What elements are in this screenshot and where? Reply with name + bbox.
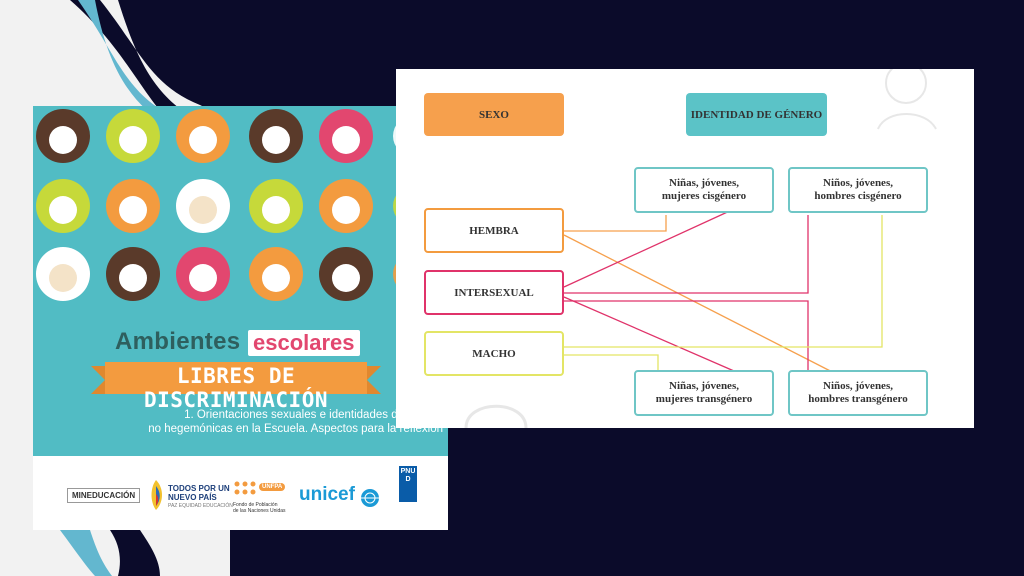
face-icon <box>106 179 160 233</box>
todos-por-un-nuevo-pais-logo: TODOS POR UN NUEVO PAÍS PAZ EQUIDAD EDUC… <box>168 484 233 511</box>
face-icon <box>319 109 373 163</box>
face-icon <box>319 179 373 233</box>
cover-subtitle-line: no hegemónicas en la Escuela. Aspectos p… <box>148 423 443 435</box>
cover-subtitle: 1. Orientaciones sexuales e identidades … <box>53 408 443 436</box>
face-icon <box>176 109 230 163</box>
todos-logo-line: PAZ EQUIDAD EDUCACIÓN <box>168 503 233 509</box>
pnud-logo: PNUD <box>399 466 417 502</box>
connector-hembra-ninas-cis <box>564 215 667 232</box>
identity-label-line: Niños, jóvenes, <box>823 177 893 189</box>
gender-identity-diagram: SEXO IDENTIDAD DE GÉNERO HEMBRA INTERSEX… <box>396 69 974 428</box>
sex-hembra-box: HEMBRA <box>424 208 564 253</box>
face-icon <box>249 179 303 233</box>
connector-intersexual-ninas-trans <box>563 296 735 372</box>
cover-faces-illustration <box>36 109 433 301</box>
connector-macho-ninos-cis <box>564 215 883 348</box>
identity-ninas-cisgenero-box: Niñas, jóvenes, mujeres cisgénero <box>634 167 774 213</box>
cover-logos-strip: MINEDUCACIÓN TODOS POR UN NUEVO PAÍS PAZ… <box>33 458 448 530</box>
header-sexo-label: SEXO <box>479 108 509 121</box>
face-icon <box>36 179 90 233</box>
cover-ribbon-banner <box>91 362 381 394</box>
header-identidad-label: IDENTIDAD DE GÉNERO <box>690 108 823 121</box>
unicef-logo-text: unicef <box>299 484 355 505</box>
face-icon <box>249 247 303 301</box>
diagram-connectors <box>464 69 937 428</box>
sex-macho-box: MACHO <box>424 331 564 376</box>
cover-ribbon-text: LIBRES DE DISCRIMINACIÓN <box>143 364 328 412</box>
identity-label-line: Niñas, jóvenes, <box>669 177 739 189</box>
identity-label-line: hombres transgénero <box>808 393 908 405</box>
unfpa-logo-line: de las Naciones Unidas <box>233 508 286 514</box>
identity-ninas-transgenero-box: Niñas, jóvenes, mujeres transgénero <box>634 370 774 416</box>
sketch-figure-icon <box>464 404 528 428</box>
cover-title-ambientes: Ambientes <box>115 328 241 355</box>
connector-intersexual-ninas-cis <box>563 208 735 288</box>
header-identidad-genero: IDENTIDAD DE GÉNERO <box>686 93 827 136</box>
sex-intersexual-label: INTERSEXUAL <box>454 286 534 299</box>
mineducacion-logo-text: MINEDUCACIÓN <box>72 491 136 500</box>
connector-intersexual-ninos-trans <box>564 300 809 371</box>
connector-hembra-ninos-trans <box>563 234 847 380</box>
sex-macho-label: MACHO <box>472 347 516 360</box>
pnud-logo-text: PNUD <box>400 468 416 483</box>
todos-logo-line: NUEVO PAÍS <box>168 493 217 502</box>
header-sexo: SEXO <box>424 93 564 136</box>
unicef-logo: unicef <box>299 484 355 506</box>
face-icon <box>176 179 230 233</box>
face-icon <box>106 247 160 301</box>
mineducacion-logo: MINEDUCACIÓN <box>67 488 141 503</box>
todos-logo-line: TODOS POR UN <box>168 484 230 493</box>
connector-intersexual-ninos-cis <box>564 215 809 294</box>
face-icon <box>176 247 230 301</box>
unfpa-logo: Fondo de Población de las Naciones Unida… <box>233 502 286 514</box>
unicef-globe-icon <box>361 489 379 507</box>
unfpa-badge: UNFPA <box>259 483 286 491</box>
identity-label-line: hombres cisgénero <box>814 190 902 202</box>
identity-label-line: mujeres transgénero <box>655 393 753 405</box>
identity-ninos-transgenero-box: Niños, jóvenes, hombres transgénero <box>788 370 928 416</box>
identity-label-line: Niñas, jóvenes, <box>669 380 739 392</box>
identity-label-line: Niños, jóvenes, <box>823 380 893 392</box>
connector-macho-ninas-trans <box>564 354 659 371</box>
face-icon <box>106 109 160 163</box>
todos-por-un-nuevo-pais-icon <box>151 480 162 510</box>
cover-title-escolares: escolares <box>248 330 360 356</box>
face-icon <box>36 109 90 163</box>
identity-ninos-cisgenero-box: Niños, jóvenes, hombres cisgénero <box>788 167 928 213</box>
identity-label-line: mujeres cisgénero <box>661 190 747 202</box>
cover-subtitle-line: 1. Orientaciones sexuales e identidades … <box>184 409 443 421</box>
face-icon <box>36 247 90 301</box>
sex-intersexual-box: INTERSEXUAL <box>424 270 564 315</box>
unfpa-dots-icon <box>234 481 256 495</box>
sex-hembra-label: HEMBRA <box>469 224 519 237</box>
face-icon <box>319 247 373 301</box>
unfpa-badge-text: UNFPA <box>262 484 283 490</box>
face-icon <box>249 109 303 163</box>
cover-teal-panel <box>33 106 448 456</box>
unfpa-logo-line: Fondo de Población <box>233 502 278 508</box>
book-cover: Ambientes escolares LIBRES DE DISCRIMINA… <box>33 106 448 530</box>
sketch-figure-icon <box>877 69 937 130</box>
